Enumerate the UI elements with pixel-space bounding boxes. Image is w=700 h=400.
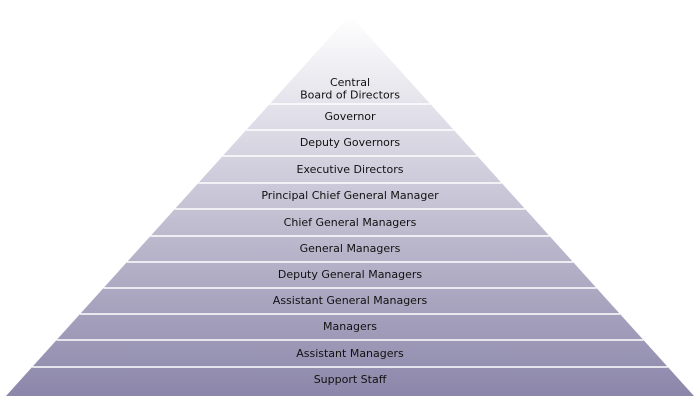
tier-label-line: Deputy Governors [300, 136, 401, 149]
tier-label-line: Board of Directors [300, 88, 400, 101]
tier-label-line: Principal Chief General Manager [261, 189, 439, 202]
tier-label-12: Support Staff [314, 373, 387, 386]
tier-label-line: Chief General Managers [284, 216, 417, 229]
tier-separators [32, 103, 668, 368]
tier-label-8: Deputy General Managers [278, 268, 423, 281]
pyramid-shape [6, 15, 694, 396]
tier-label-10: Managers [323, 320, 377, 333]
tier-label-11: Assistant Managers [296, 347, 404, 360]
tier-label-6: Chief General Managers [284, 216, 417, 229]
tier-label-line: General Managers [300, 242, 401, 255]
tier-label-line: Deputy General Managers [278, 268, 423, 281]
tier-label-line: Assistant General Managers [273, 294, 428, 307]
tier-label-line: Governor [324, 110, 376, 123]
tier-label-2: Governor [324, 110, 376, 123]
tier-label-5: Principal Chief General Manager [261, 189, 439, 202]
tier-label-3: Deputy Governors [300, 136, 401, 149]
tier-label-9: Assistant General Managers [273, 294, 428, 307]
tier-label-line: Central [330, 76, 370, 89]
tier-label-line: Executive Directors [297, 163, 404, 176]
tier-label-line: Support Staff [314, 373, 387, 386]
tier-label-line: Managers [323, 320, 377, 333]
tier-label-4: Executive Directors [297, 163, 404, 176]
tier-label-7: General Managers [300, 242, 401, 255]
tier-label-line: Assistant Managers [296, 347, 404, 360]
